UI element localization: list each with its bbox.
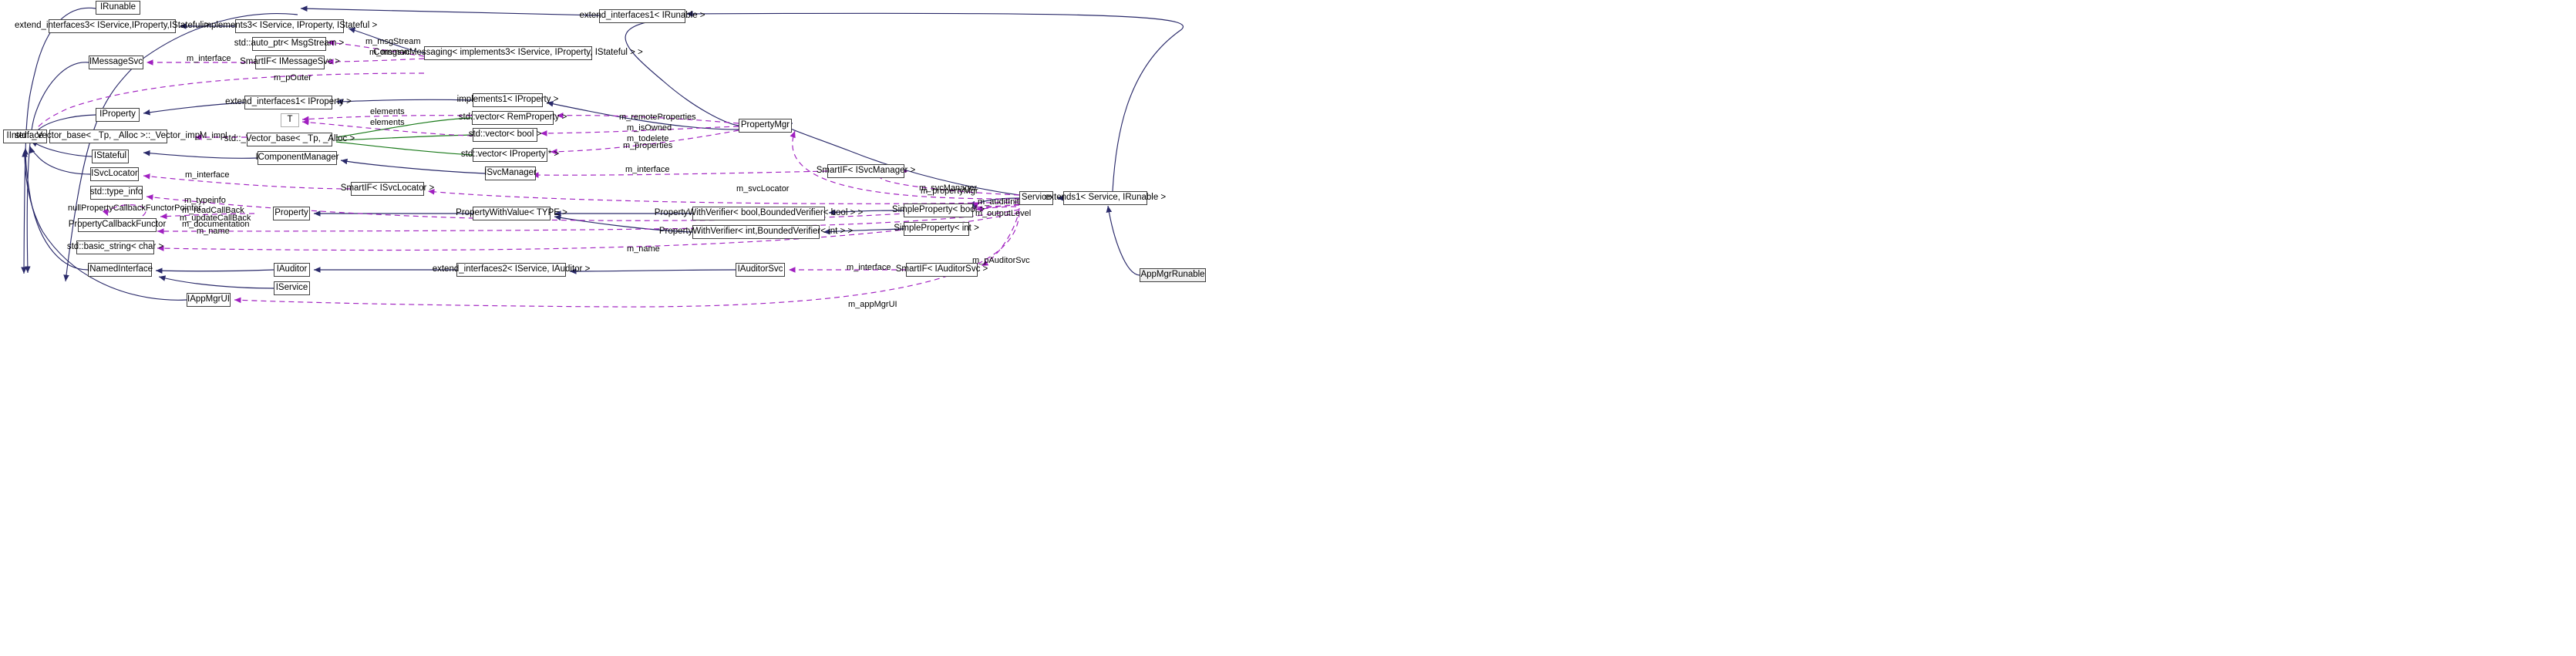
class-node-vec_iprop_ptr[interactable]: std::vector< IProperty * > [461,148,559,162]
class-node-irunable[interactable]: IRunable [96,1,140,15]
class-node-autoptr_msg[interactable]: std::auto_ptr< MsgStream > [234,37,344,51]
class-node-istateful[interactable]: IStateful [92,150,129,163]
class-node-smartif_iauditorsvc[interactable]: SmartIF< IAuditorSvc > [896,263,988,277]
class-node-t_node[interactable]: T [281,113,299,127]
edge-label-lbl_pauditorsvc: m_pAuditorSvc [972,256,1030,265]
class-node-extiface1prop[interactable]: extend_interfaces1< IProperty > [225,96,352,109]
class-node-simpleprop_bool[interactable]: SimpleProperty< bool > [892,204,985,217]
edge-label-lbl_nullcbfp: nullPropertyCallbackFunctorPointer [68,204,202,213]
class-node-propwithverifier_int[interactable]: PropertyWithVerifier< int,BoundedVerifie… [659,225,853,239]
class-node-typeinfo[interactable]: std::type_info [90,186,143,200]
class-node-basicstring[interactable]: std::basic_string< char > [67,241,163,254]
class-node-extiface1run[interactable]: extend_interfaces1< IRunable > [579,9,705,23]
class-node-appmgrrunable[interactable]: AppMgrRunable [1140,268,1206,282]
class-node-propcallbackfunctor[interactable]: PropertyCallbackFunctor [69,218,166,232]
edge-label-lbl_interface_msg: m_interface [187,54,231,63]
class-node-service[interactable]: Service [1019,191,1053,205]
class-node-property[interactable]: Property [273,207,310,220]
edge-label-lbl_documentation: m_documentation [182,220,250,229]
edge-label-lbl_remoteprops: m_remoteProperties [619,113,696,122]
class-node-imessagesvc[interactable]: IMessageSvc [89,56,143,69]
class-node-iauditorsvc[interactable]: IAuditorSvc [736,263,785,277]
edge-label-lbl_isowned: m_isOwned [627,123,672,133]
edge-label-lbl_appmgrui: m_appMgrUI [848,300,897,309]
edge-label-lbl_auditinit: m_auditInit [978,197,1019,207]
edge-label-lbl_m_impl: _M_impl [195,131,227,140]
edge-label-lbl_svcmanager: m_svcManager [919,183,978,193]
inheritance-edges [21,5,1184,301]
class-node-simpleprop_int[interactable]: SimpleProperty< int > [894,222,979,236]
edge-label-lbl_readcb: m_readCallBack [182,206,244,215]
edge-label-lbl_interface_mgr: m_interface [625,165,670,174]
class-node-iappmgrui[interactable]: IAppMgrUI [187,293,231,307]
class-node-propertymgr[interactable]: PropertyMgr [739,119,792,133]
edge-label-lbl_elements1: elements [370,107,405,116]
edge-label-lbl_mname: m_name [627,244,660,254]
edge-label-lbl_outputlevel: m_outputLevel [975,209,1032,218]
class-node-iproperty[interactable]: IProperty [96,108,140,122]
edge-label-lbl_interface_loc: m_interface [185,170,230,180]
class-node-extiface2_auditor[interactable]: extend_interfaces2< IService, IAuditor > [433,263,590,277]
edge-label-lbl_interface_aud: m_interface [847,263,891,272]
class-node-icomponentmgr[interactable]: IComponentManager [255,151,339,165]
class-node-isvcmanager[interactable]: ISvcManager [484,167,537,180]
edge-label-lbl_todelete: m_todelete [627,134,669,143]
edge-label-lbl_typeinfo: m_typeinfo [184,196,226,205]
class-node-iauditor[interactable]: IAuditor [274,263,310,277]
class-node-vecbase[interactable]: std::_Vector_base< _Tp, _Alloc > [224,133,355,146]
edge-label-lbl_svclocator: m_svcLocator [736,184,790,193]
edge-label-lbl_msgstream: m_msgStream [365,37,421,46]
class-node-iservice[interactable]: IService [274,281,310,295]
class-node-inamedinterface[interactable]: INamedInterface [87,263,153,277]
class-node-implements3[interactable]: implements3< IService, IProperty, IState… [202,19,377,33]
class-node-extends1svcrun[interactable]: extends1< Service, IRunable > [1045,191,1166,205]
class-node-smartif_isvcmgr[interactable]: SmartIF< ISvcManager > [817,164,915,178]
edge-label-lbl_propmgr: m_propertyMgr [921,187,978,196]
edge-label-lbl_updatecb: m_updateCallBack [180,214,251,223]
edge-label-lbl_properties: m_properties [623,141,673,150]
class-node-isvclocator[interactable]: ISvcLocator [90,167,139,181]
class-node-vec_remprop[interactable]: std::vector< RemProperty > [459,111,567,125]
edge-label-lbl_msgsvc: m_msgsvc [369,48,410,57]
class-node-propwithverifier_bool[interactable]: PropertyWithVerifier< bool,BoundedVerifi… [655,207,863,220]
class-node-propwithvalue[interactable]: PropertyWithValue< TYPE > [456,207,567,220]
class-node-vec_bool[interactable]: std::vector< bool > [469,128,541,142]
class-node-commonmessaging[interactable]: CommonMessaging< implements3< IService, … [373,46,643,60]
edge-label-lbl_pouter: m_pOuter [274,73,311,82]
class-node-vecbase_impl[interactable]: std::_Vector_base< _Tp, _Alloc >::_Vecto… [15,130,202,143]
edge-label-lbl_elements2: elements [370,118,405,127]
template-instance-edges [335,117,473,156]
class-node-implements1prop[interactable]: implements1< IProperty > [457,93,558,107]
class-node-smartif_imsgsvc[interactable]: SmartIF< IMessageSvc > [240,56,340,69]
edge-label-lbl_mname2: m_name [197,227,230,236]
class-node-extiface3[interactable]: extend_interfaces3< IService,IProperty,I… [15,19,210,33]
class-node-smartif_isvcloc[interactable]: SmartIF< ISvcLocator > [341,182,434,196]
